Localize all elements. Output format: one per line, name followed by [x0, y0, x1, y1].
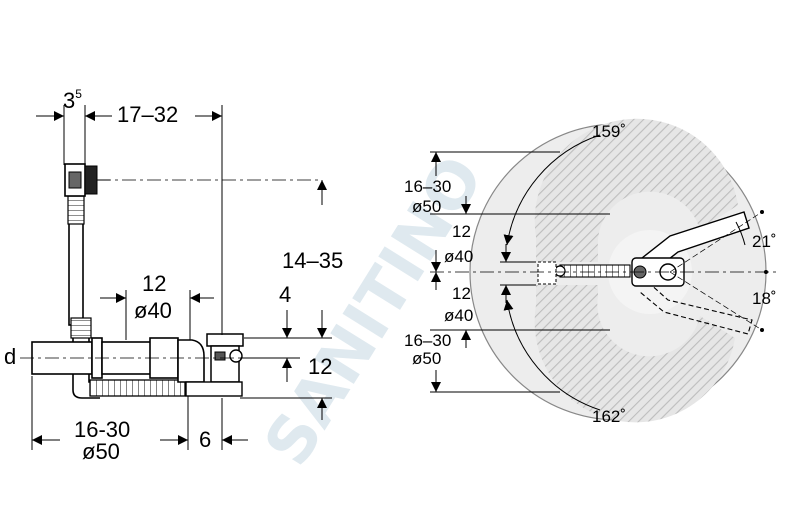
dim-16-30-top: 16–30: [404, 177, 451, 196]
dim-o50-bottom: ø50: [412, 349, 441, 368]
dim-o40-a: ø40: [444, 247, 473, 266]
angle-162: 162˚: [592, 407, 626, 426]
angle-159: 159˚: [592, 122, 626, 141]
dim-12-right: 12: [308, 354, 332, 379]
lower-hatch-segment: [534, 285, 735, 423]
riser-coil-bottom: [70, 317, 92, 339]
dim-o40-b: ø40: [444, 306, 473, 325]
dim-3-5-sup: 5: [75, 87, 82, 101]
dim-14-35: 14–35: [282, 248, 343, 273]
waste-valve: [206, 333, 244, 347]
angle-21: 21˚: [752, 232, 777, 251]
top-view-coil: [559, 264, 631, 278]
overflow-dashed: [537, 261, 557, 285]
top-view-dimensions: [430, 151, 610, 393]
dim-12-b: 12: [452, 284, 471, 303]
dim-16-30: 16-30: [74, 417, 130, 442]
dim-o50-top: ø50: [412, 197, 441, 216]
dim-12-a: 12: [452, 222, 471, 241]
side-view: [20, 163, 320, 399]
side-view-labels: 35 17–32 14–35 12 ø40 4 12 d 16-30 ø50 6: [4, 87, 343, 464]
dim-17-32: 17–32: [117, 102, 178, 127]
top-view-labels: 159˚ 162˚ 21˚ 18˚ 16–30 ø50 12 ø40 12 ø4…: [404, 122, 777, 426]
dim-o50: ø50: [82, 439, 120, 464]
top-view: [430, 118, 780, 423]
dim-12-top: 12: [142, 271, 166, 296]
riser-coil-top: [67, 195, 85, 225]
dim-3-5-base: 3: [63, 88, 75, 113]
upper-pipe: [641, 211, 750, 267]
angle-18: 18˚: [752, 289, 777, 308]
side-view-dimensions: [31, 105, 332, 450]
alternate-pipe-position: [639, 281, 753, 335]
trap-body: [177, 339, 205, 383]
dim-o40: ø40: [134, 298, 172, 323]
upper-hatch-segment: [534, 118, 738, 262]
dim-d: d: [4, 344, 16, 369]
dim-6: 6: [199, 427, 211, 452]
horizontal-coil: [89, 379, 186, 397]
dim-3-5: 35: [63, 87, 82, 113]
dim-4: 4: [279, 282, 291, 307]
dim-16-30-bottom: 16–30: [404, 331, 451, 350]
